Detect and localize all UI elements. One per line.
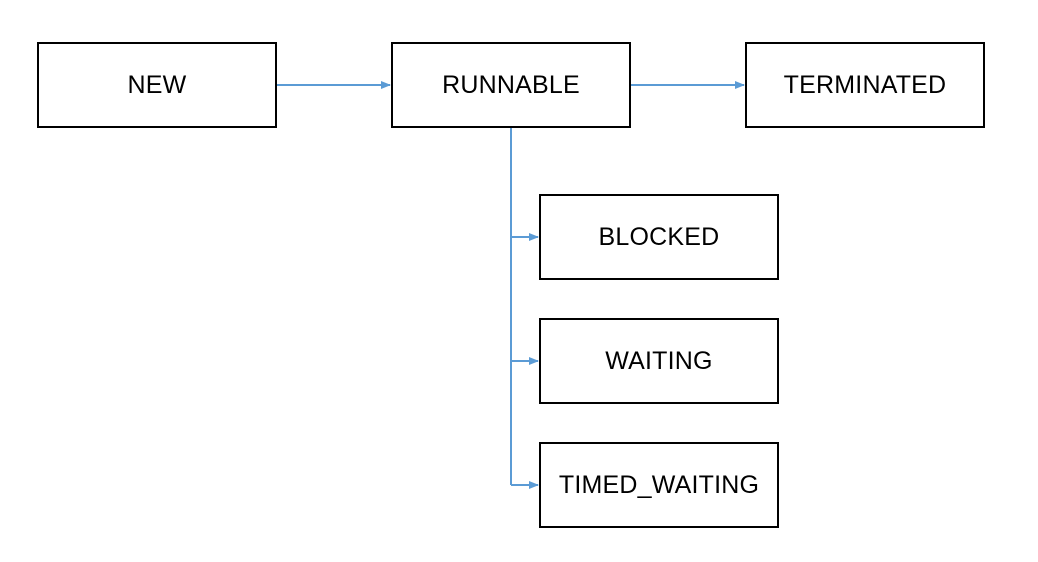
state-timed-waiting-label: TIMED_WAITING: [558, 470, 760, 499]
state-new-label: NEW: [127, 70, 187, 99]
state-blocked-label: BLOCKED: [598, 222, 720, 251]
state-waiting: WAITING: [539, 318, 779, 404]
state-terminated: TERMINATED: [745, 42, 985, 128]
state-runnable: RUNNABLE: [391, 42, 631, 128]
state-waiting-label: WAITING: [605, 346, 713, 375]
state-timed-waiting: TIMED_WAITING: [539, 442, 779, 528]
state-runnable-label: RUNNABLE: [442, 70, 580, 99]
state-blocked: BLOCKED: [539, 194, 779, 280]
state-new: NEW: [37, 42, 277, 128]
state-terminated-label: TERMINATED: [783, 70, 947, 99]
